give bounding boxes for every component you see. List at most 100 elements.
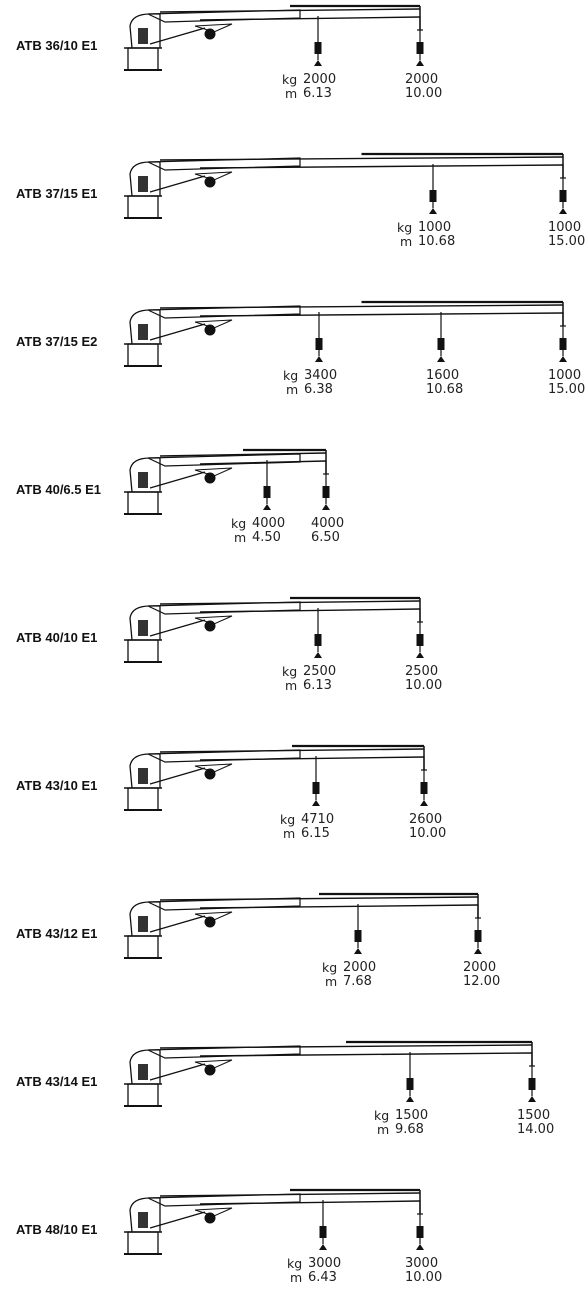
knuckle-joint bbox=[204, 1212, 216, 1224]
unit-m: m bbox=[283, 826, 296, 841]
model-title: ATB 48/10 E1 bbox=[16, 1222, 98, 1237]
outreach-m: 10.00 bbox=[405, 1270, 443, 1285]
outer-boom-bottom bbox=[199, 904, 479, 909]
outreach-m: 9.68 bbox=[395, 1122, 424, 1137]
crane-drawing bbox=[124, 152, 567, 219]
model-title: ATB 43/10 E1 bbox=[16, 778, 98, 793]
column-cylinder bbox=[138, 472, 148, 488]
unit-kg: kg bbox=[374, 1108, 390, 1123]
unit-m: m bbox=[285, 678, 298, 693]
load-capacity-kg: 1000 bbox=[418, 220, 452, 235]
knuckle-joint bbox=[204, 1064, 216, 1076]
unit-m: m bbox=[234, 530, 247, 545]
unit-kg: kg bbox=[287, 1256, 303, 1271]
load-capacity-kg: 4000 bbox=[252, 516, 286, 531]
crane-base bbox=[127, 195, 159, 219]
load-capacity-kg: 4710 bbox=[301, 812, 335, 827]
hook-block bbox=[354, 930, 362, 942]
column-cylinder bbox=[138, 768, 148, 784]
load-capacity-kg: 3400 bbox=[304, 368, 338, 383]
crane-drawing bbox=[124, 448, 330, 515]
model-title: ATB 36/10 E1 bbox=[16, 38, 98, 53]
hook-block bbox=[315, 338, 323, 350]
knuckle-joint bbox=[204, 916, 216, 928]
crane-drawing bbox=[124, 596, 424, 663]
knuckle-joint bbox=[204, 324, 216, 336]
load-marker bbox=[416, 652, 424, 658]
outreach-m: 6.13 bbox=[303, 86, 332, 101]
unit-kg: kg bbox=[282, 664, 298, 679]
outreach-m: 10.68 bbox=[418, 234, 456, 249]
load-capacity-kg: 2500 bbox=[405, 664, 439, 679]
cylinder-bracket bbox=[194, 171, 233, 181]
column-cylinder bbox=[138, 28, 148, 44]
load-marker bbox=[416, 1244, 424, 1250]
hook-block bbox=[559, 338, 567, 350]
hook-block bbox=[437, 338, 445, 350]
load-capacity-kg: 2600 bbox=[409, 812, 443, 827]
crane-drawing bbox=[124, 892, 482, 959]
cylinder-bracket bbox=[194, 911, 233, 921]
crane-base bbox=[127, 343, 159, 367]
cylinder-bracket bbox=[194, 1207, 233, 1217]
crane-drawing bbox=[124, 1040, 536, 1107]
load-marker bbox=[406, 1096, 414, 1102]
load-marker bbox=[437, 356, 445, 362]
outer-boom-top bbox=[159, 156, 564, 161]
lift-cylinder bbox=[149, 1211, 206, 1229]
outer-boom-bottom bbox=[199, 312, 564, 317]
unit-kg: kg bbox=[397, 220, 413, 235]
unit-m: m bbox=[290, 1270, 303, 1285]
unit-m: m bbox=[377, 1122, 390, 1137]
outreach-m: 15.00 bbox=[548, 234, 586, 249]
outer-boom-top bbox=[159, 1192, 421, 1197]
outreach-m: 10.00 bbox=[409, 826, 447, 841]
outer-boom-top bbox=[159, 304, 564, 309]
crane-base bbox=[127, 491, 159, 515]
load-capacity-kg: 2500 bbox=[303, 664, 337, 679]
load-capacity-kg: 3000 bbox=[405, 1256, 439, 1271]
hook-block bbox=[429, 190, 437, 202]
unit-m: m bbox=[286, 382, 299, 397]
outer-boom-bottom bbox=[199, 608, 421, 613]
outer-boom-top bbox=[159, 8, 421, 13]
load-marker bbox=[474, 948, 482, 954]
outer-boom-bottom bbox=[199, 164, 564, 169]
load-marker bbox=[528, 1096, 536, 1102]
hook-block bbox=[312, 782, 320, 794]
lift-cylinder bbox=[149, 471, 206, 489]
crane-drawing bbox=[124, 744, 428, 811]
load-capacity-kg: 2000 bbox=[463, 960, 497, 975]
model-title: ATB 40/10 E1 bbox=[16, 630, 98, 645]
unit-m: m bbox=[285, 86, 298, 101]
cylinder-bracket bbox=[194, 763, 233, 773]
column-cylinder bbox=[138, 620, 148, 636]
load-marker bbox=[559, 356, 567, 362]
unit-kg: kg bbox=[322, 960, 338, 975]
outreach-m: 14.00 bbox=[517, 1122, 555, 1137]
load-marker bbox=[319, 1244, 327, 1250]
cylinder-bracket bbox=[194, 1059, 233, 1069]
hook-block bbox=[559, 190, 567, 202]
load-capacity-kg: 1000 bbox=[548, 220, 582, 235]
load-marker bbox=[263, 504, 271, 510]
lift-cylinder bbox=[149, 323, 206, 341]
knuckle-joint bbox=[204, 28, 216, 40]
load-capacity-kg: 1500 bbox=[517, 1108, 551, 1123]
outreach-m: 6.38 bbox=[304, 382, 333, 397]
outer-boom-top bbox=[159, 1044, 533, 1049]
load-marker bbox=[314, 652, 322, 658]
outreach-m: 6.15 bbox=[301, 826, 330, 841]
knuckle-joint bbox=[204, 176, 216, 188]
load-marker bbox=[429, 208, 437, 214]
outreach-m: 10.00 bbox=[405, 678, 443, 693]
load-marker bbox=[312, 800, 320, 806]
lift-cylinder bbox=[149, 619, 206, 637]
